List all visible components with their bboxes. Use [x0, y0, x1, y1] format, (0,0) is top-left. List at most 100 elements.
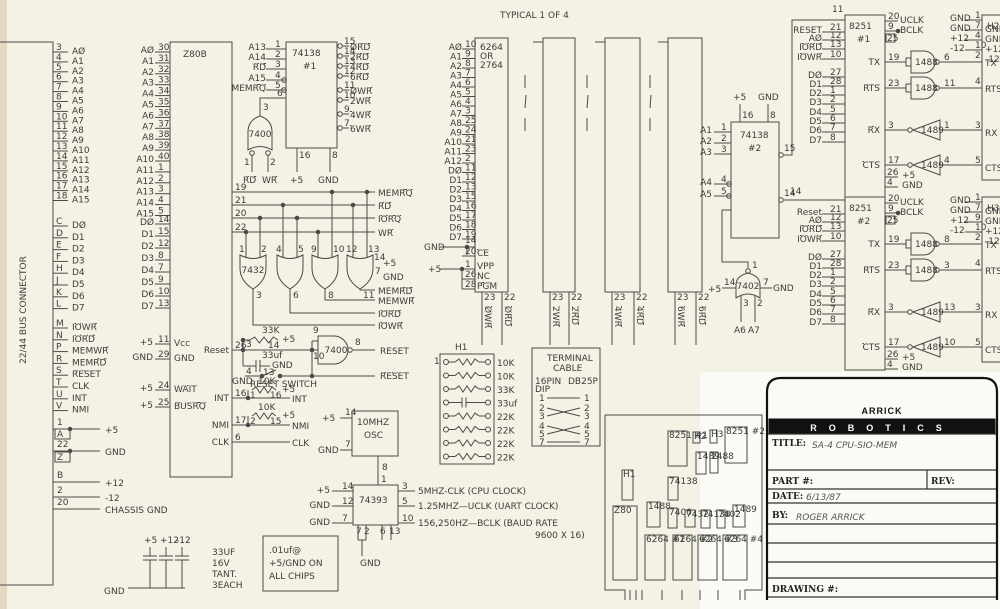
- decoder-input-label: A2: [700, 137, 712, 147]
- control-bus-label: IORQ: [378, 215, 401, 225]
- memory-pin-label: A10: [444, 138, 462, 148]
- pin-number: 11: [944, 79, 955, 89]
- bus-signal-label: A2: [72, 67, 84, 77]
- z80-pin-number: 3: [158, 185, 164, 195]
- memory-pin-label: A8: [450, 119, 462, 129]
- chip-select-label: 2RD: [350, 53, 369, 63]
- pin-number: 10: [975, 223, 987, 233]
- z80-pin-number: 13: [158, 299, 169, 309]
- jumper-pin: [485, 386, 491, 392]
- pin-number: 3: [944, 261, 950, 271]
- pin-number: 9: [888, 22, 894, 32]
- decoder-ref: #1: [303, 62, 316, 72]
- pin-number: 19: [888, 235, 900, 245]
- cable-pin-right: 3: [584, 412, 590, 422]
- inversion-bubble: [281, 77, 287, 83]
- decoder-pin-number: 15: [344, 37, 355, 47]
- z80-pin-number: 9: [158, 275, 164, 285]
- pin-box: [885, 215, 896, 225]
- bus-pin-number: T: [55, 378, 62, 388]
- pin-number: 22: [698, 293, 709, 303]
- jumper-pin: [443, 372, 449, 379]
- oscillator-name: OSC: [364, 431, 383, 441]
- bus-pin-number: M: [56, 319, 64, 329]
- layout-chip: [684, 509, 696, 528]
- wire: [546, 425, 581, 435]
- power-net-label: CHASSIS GND: [105, 506, 168, 516]
- jumper-pin: [485, 372, 491, 379]
- bus-signal-label: A4: [72, 87, 84, 97]
- chip-select-label: 6WR: [675, 306, 685, 327]
- int-label: INT: [292, 395, 307, 405]
- pin-number: 28: [465, 280, 477, 290]
- z80-pin-label: D7: [141, 302, 154, 312]
- pin-number: 15: [270, 417, 281, 427]
- pin-number: 25: [465, 116, 476, 126]
- z80-pin-number: 8: [158, 251, 164, 261]
- rail-label: +5: [144, 536, 157, 546]
- pin-number: 12: [830, 213, 841, 223]
- z80-power-net: GND: [132, 353, 153, 363]
- bus-pin-number: 22: [57, 440, 68, 450]
- enable-wire: [721, 209, 749, 268]
- cable-pin-left: 4: [539, 422, 545, 432]
- layout-chip: [724, 426, 748, 464]
- bus-signal-label: A12: [72, 166, 90, 176]
- bus-pin-number: J: [55, 276, 59, 286]
- connector-net-label: -12: [950, 226, 965, 236]
- junction-dot: [277, 373, 283, 379]
- bus-pin-number: 15: [56, 162, 67, 172]
- or-gate-7432: [346, 254, 374, 290]
- gate-pin-number: 13: [368, 245, 379, 255]
- memory-control-label: VPP: [477, 262, 495, 272]
- decoder-pin-number: 13: [344, 57, 355, 67]
- gate-input-label: A6: [734, 326, 746, 336]
- reset-switch: [261, 369, 277, 377]
- z80-pin-number: 20: [235, 209, 247, 219]
- component-value: 10K: [497, 359, 515, 369]
- uart1-select-wire: [784, 19, 845, 156]
- decoder-input-label: A15: [248, 74, 266, 84]
- bus-signal-label: A8: [72, 126, 84, 136]
- z80-pin-number: 10: [158, 287, 170, 297]
- drawing-date: 6/13/87: [806, 493, 841, 503]
- bus-pin-number: 3: [56, 43, 62, 53]
- z80-pin-label: D4: [141, 266, 154, 276]
- pin-number: 7: [975, 203, 981, 213]
- connector-pin-label: CTS: [985, 164, 1000, 174]
- uart-signal-label: CTS: [863, 161, 881, 171]
- decoder-pin-number: 3: [275, 60, 281, 70]
- pin-number: 4: [975, 77, 981, 87]
- clock-output-label: 156,250HZ—BCLK (BAUD RATE: [418, 519, 558, 529]
- gate-pin-number: 14: [374, 253, 386, 263]
- pin-number: 23: [888, 261, 899, 271]
- power-label: GND: [902, 363, 923, 373]
- connector-pin-label: +12: [985, 227, 1000, 237]
- z80-pin-label: DØ: [140, 217, 154, 228]
- capacitor-note: 16V: [212, 559, 230, 569]
- bus-signal-label: A5: [72, 97, 84, 107]
- uart-input-label: IORD: [799, 43, 822, 53]
- pin-number: 10: [944, 338, 956, 348]
- gate-input-label: WR: [262, 176, 277, 186]
- component-value: 10K: [258, 377, 276, 387]
- decoder-pin-number: 14: [344, 47, 356, 57]
- inversion-bubble: [337, 125, 343, 131]
- memory-pin-label: A1: [450, 53, 462, 63]
- z80-pin-function: Vcc: [174, 339, 190, 349]
- uart-signal-label: RTS: [863, 84, 880, 94]
- bus-pin-number: U: [56, 390, 63, 400]
- pin-number: 4: [721, 175, 727, 185]
- pin-number: 5: [402, 497, 408, 507]
- pin-number: 6: [465, 78, 471, 88]
- connector-net-label: GND: [950, 206, 971, 216]
- bus-pin-number: B: [57, 471, 63, 481]
- memory-pin-label: D5: [449, 214, 462, 224]
- jumper-pin: [443, 426, 449, 433]
- z80-pin-number: 4: [158, 196, 164, 206]
- pin-number: 5: [465, 88, 471, 98]
- header-name: H1: [455, 343, 468, 353]
- bus-signal-label: A13: [72, 176, 90, 186]
- jumper-pin: [443, 413, 449, 419]
- gate-pin-number: 4: [276, 245, 282, 255]
